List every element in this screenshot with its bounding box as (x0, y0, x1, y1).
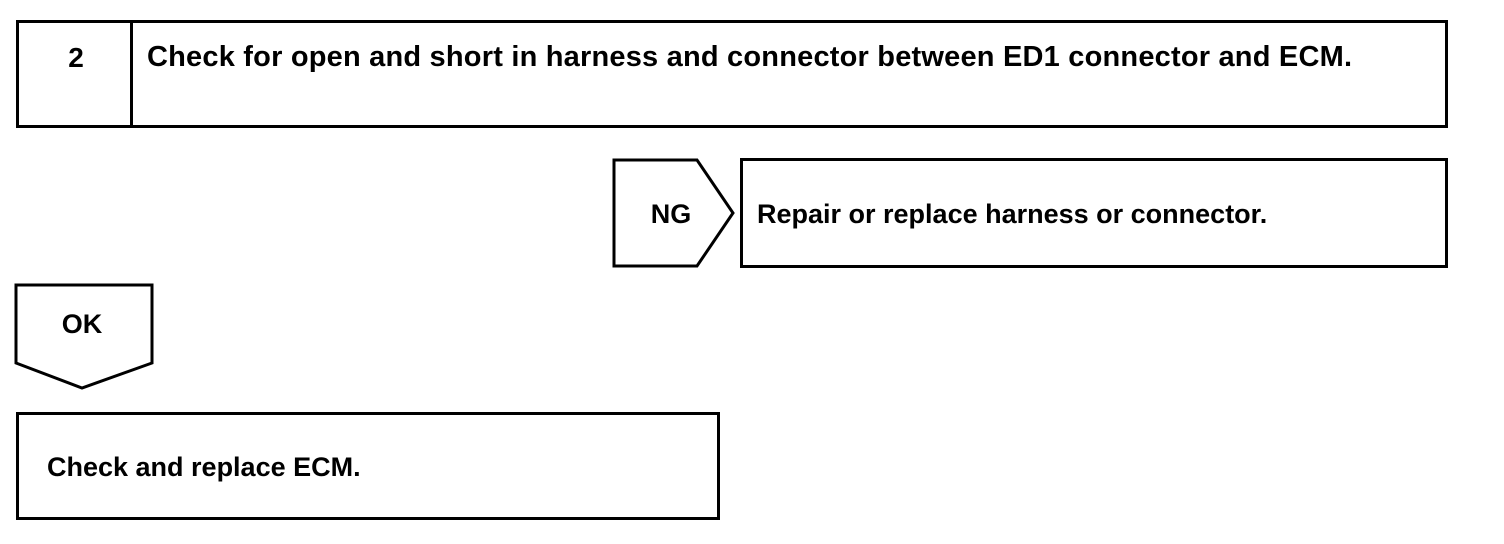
step-box: 2 Check for open and short in harness an… (16, 20, 1448, 128)
ok-action-text: Check and replace ECM. (47, 452, 361, 482)
ok-action-box: Check and replace ECM. (16, 412, 720, 520)
step-instruction: Check for open and short in harness and … (147, 41, 1353, 73)
ng-action-box: Repair or replace harness or connector. (740, 158, 1448, 268)
step-number: 2 (68, 42, 84, 73)
ng-action-text: Repair or replace harness or connector. (757, 199, 1268, 229)
step-number-cell: 2 (19, 23, 133, 125)
ng-label: NG (650, 199, 692, 229)
ok-label: OK (61, 309, 103, 339)
